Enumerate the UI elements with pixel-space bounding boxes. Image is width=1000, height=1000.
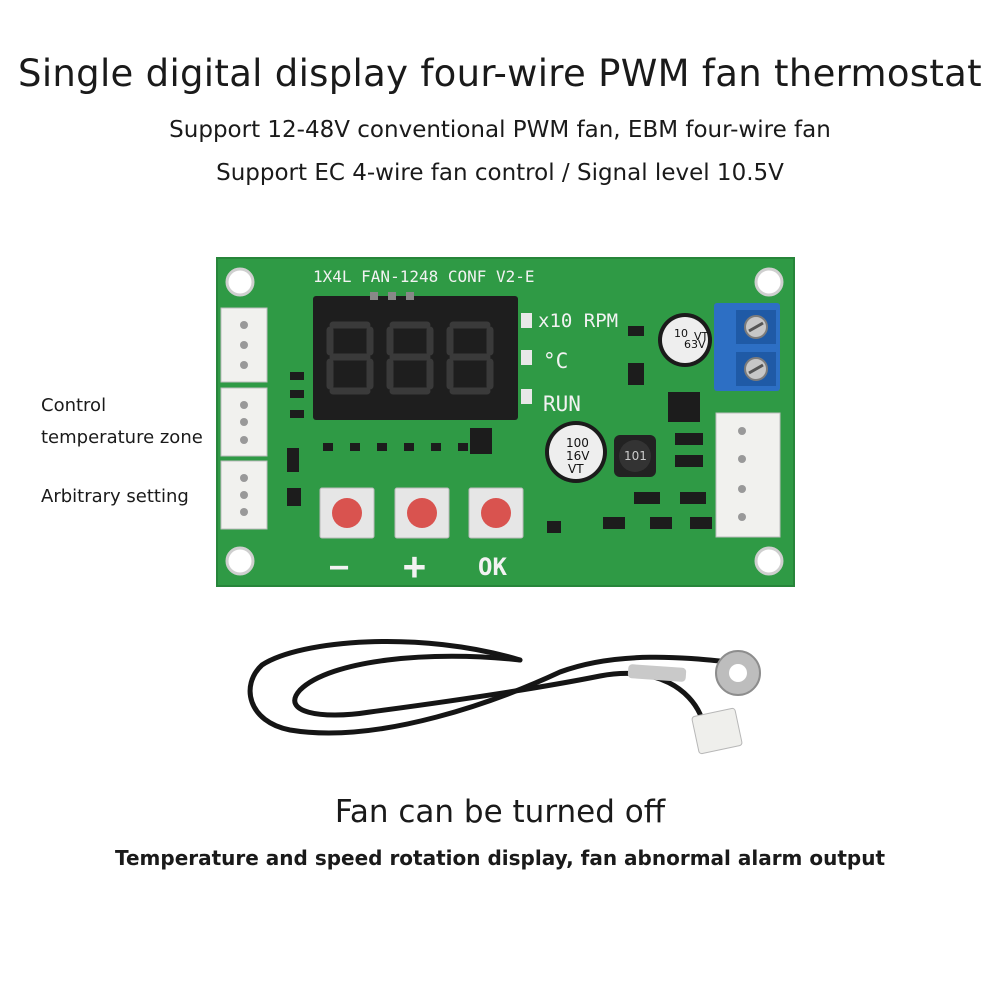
caption-detail: Temperature and speed rotation display, …: [114, 846, 886, 870]
inductor-label: 101: [624, 449, 647, 463]
minus-button[interactable]: [319, 487, 375, 539]
rpm-indicator-label: x10 RPM: [538, 310, 618, 332]
temp-indicator-label: °C: [543, 349, 568, 373]
cap-large-value: 100: [566, 436, 589, 450]
led-temp: [521, 350, 532, 365]
inductor: 101: [614, 435, 656, 477]
sensor-ring-terminal: [627, 650, 761, 696]
minus-button-label: —: [330, 549, 349, 584]
ok-button-label: OK: [478, 553, 507, 581]
sensor-plug: [691, 707, 743, 755]
cap-small-voltage: 63V: [684, 338, 706, 351]
cap-small-value: 10: [674, 327, 688, 340]
mount-hole: [754, 546, 784, 576]
left-connectors: [220, 307, 268, 530]
arbitrary-setting-label: Arbitrary setting: [41, 486, 189, 507]
page-title: Single digital display four-wire PWM fan…: [18, 52, 982, 95]
temperature-probe-cable: [247, 639, 733, 736]
cap-small-series: VT: [694, 330, 709, 343]
ok-button[interactable]: [468, 487, 524, 539]
led-rpm: [521, 313, 532, 328]
mount-hole: [225, 267, 255, 297]
subtitle-line-1: Support 12-48V conventional PWM fan, EBM…: [169, 117, 831, 143]
led-run: [521, 389, 532, 404]
seven-segment-display: [313, 292, 518, 420]
capacitor-small: 10 63V VT: [658, 313, 712, 367]
caption-main: Fan can be turned off: [334, 794, 666, 830]
subtitle-line-2: Support EC 4-wire fan control / Signal l…: [216, 160, 784, 186]
board-silkscreen: 1X4L FAN-1248 CONF V2-E: [313, 267, 535, 286]
run-indicator-label: RUN: [543, 392, 581, 416]
mount-hole: [754, 267, 784, 297]
plus-button-label: +: [403, 544, 426, 588]
control-temperature-zone-label: Control temperature zone: [41, 390, 203, 454]
smd-components: [287, 326, 712, 533]
fan-connector: [715, 412, 781, 538]
capacitor-large: 100 16V VT: [545, 421, 607, 483]
cap-large-voltage: 16V: [566, 449, 590, 463]
cap-large-series: VT: [568, 462, 584, 476]
power-terminal-block: [714, 303, 780, 391]
control-label-line-1: Control: [41, 395, 107, 416]
control-label-line-2: temperature zone: [41, 427, 203, 448]
plus-button[interactable]: [394, 487, 450, 539]
mount-hole: [225, 546, 255, 576]
